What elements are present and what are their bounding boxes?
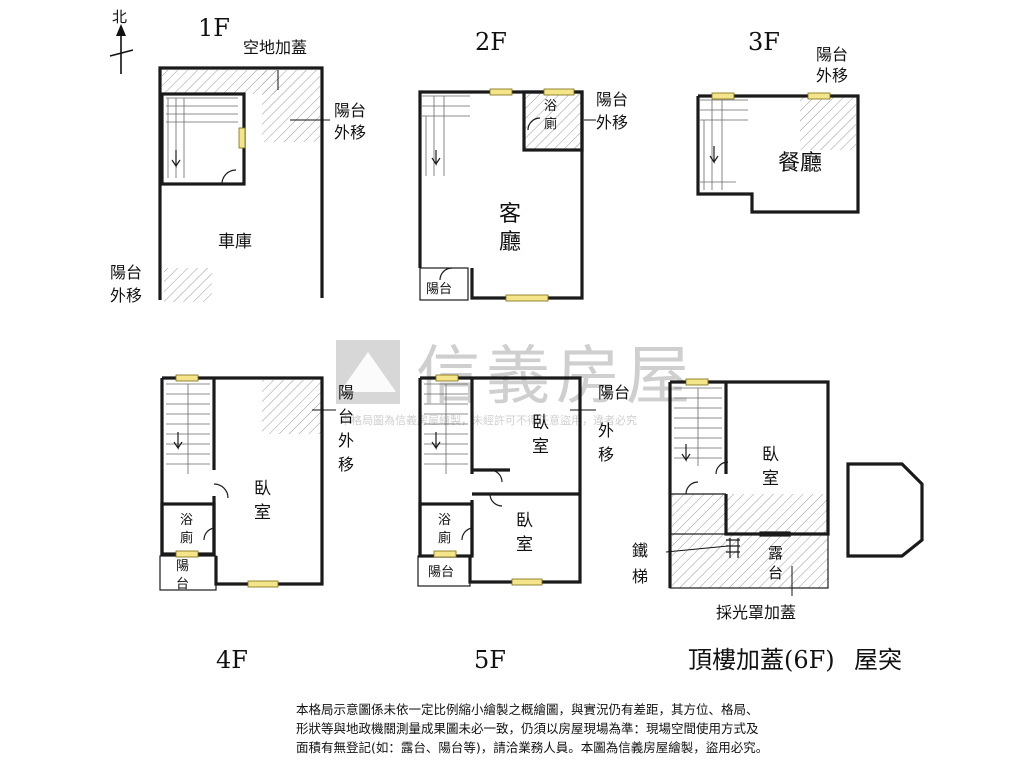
f2-note-balcony-2: 外移 xyxy=(596,113,628,132)
f5-room-bed-a-2: 室 xyxy=(532,437,549,457)
floor-4f-title: 4F xyxy=(216,646,248,674)
compass: 北 xyxy=(109,8,134,74)
floor-6f-title: 頂樓加蓋(6F) xyxy=(688,646,835,674)
north-arrowhead-icon xyxy=(116,24,126,36)
f5-room-bed-b-1: 臥 xyxy=(516,511,533,531)
watermark-logo-roof-icon xyxy=(340,352,396,392)
f4-room-bed-2: 室 xyxy=(254,503,271,523)
floor-5f-title: 5F xyxy=(474,646,506,674)
watermark: 信義房屋 本格局圖為信義房屋繪製，未經許可不得任意盜用，違者必究 xyxy=(336,340,690,427)
f1-note-balcony-left-2: 外移 xyxy=(110,286,142,305)
f6-room-terrace-2: 台 xyxy=(768,564,783,582)
f1-room-garage: 車庫 xyxy=(218,232,252,252)
north-label: 北 xyxy=(112,8,127,26)
f4-room-bath-2: 廁 xyxy=(180,530,193,546)
f6-room-bed-2: 室 xyxy=(762,469,779,489)
f6-room-terrace-1: 露 xyxy=(768,544,783,562)
floor-2f: 2F 陽台 外移 浴 廁 客 廳 陽台 xyxy=(418,28,628,302)
f2-room-living-2: 廳 xyxy=(499,230,521,255)
f1-note-balcony-left-1: 陽台 xyxy=(110,263,142,282)
floor-3f-title: 3F xyxy=(748,28,780,56)
f4-room-bath-1: 浴 xyxy=(180,513,193,528)
floor-1f: 1F 空地加蓋 陽台 外移 陽台 外移 車庫 xyxy=(110,14,366,305)
watermark-notice: 本格局圖為信義房屋繪製，未經許可不得任意盜用，違者必究 xyxy=(340,413,637,427)
f4-note-c4: 移 xyxy=(338,455,354,474)
floor-5f: 5F 陽台 外 移 臥 室 臥 室 浴 廁 陽台 xyxy=(417,374,630,674)
floor-4f: 4F 陽 台 外 移 臥 室 浴 廁 陽 台 xyxy=(159,374,354,674)
f5-note-c4: 移 xyxy=(598,445,614,464)
disclaimer-line-2: 形狀等與地政機關測量成果圖未必一致，仍須以房屋現場為準：現場空間使用方式及 xyxy=(296,721,759,736)
f1-note-vacant-lot: 空地加蓋 xyxy=(243,38,307,57)
f4-note-c2: 台 xyxy=(338,407,354,426)
floor-2f-title: 2F xyxy=(475,28,507,56)
disclaimer-line-1: 本格局示意圖係未依一定比例縮小繪製之概繪圖，與實況仍有差距，其方位、格局、 xyxy=(296,702,759,717)
roof-protrusion: 屋突 xyxy=(846,462,924,674)
f5-room-bed-b-2: 室 xyxy=(516,535,533,555)
floor-3f: 3F 陽台 外移 餐廳 xyxy=(696,28,860,214)
f4-room-balcony-2: 台 xyxy=(176,577,189,592)
f6-note-ladder-2: 梯 xyxy=(632,567,648,586)
f3-note-balcony-1: 陽台 xyxy=(816,45,848,64)
f6-room-bed-1: 臥 xyxy=(762,445,779,465)
f1-note-balcony-right-2: 外移 xyxy=(334,123,366,142)
floor-1f-title: 1F xyxy=(198,14,230,42)
f2-room-balcony: 陽台 xyxy=(426,282,452,297)
f5-room-bath-2: 廁 xyxy=(438,530,451,546)
f3-note-balcony-2: 外移 xyxy=(816,66,848,85)
f2-note-balcony-1: 陽台 xyxy=(596,90,628,109)
f5-room-balcony: 陽台 xyxy=(428,565,454,580)
floor-6f: 頂樓加蓋(6F) 鐵 梯 採光罩加蓋 臥 室 露 台 xyxy=(632,378,835,674)
f4-room-bed-1: 臥 xyxy=(254,479,271,499)
f4-note-c3: 外 xyxy=(338,431,354,450)
f6-note-ladder-1: 鐵 xyxy=(632,541,648,560)
f5-room-bath-1: 浴 xyxy=(438,513,451,528)
f5-note-balcony-1: 陽台 xyxy=(598,383,630,402)
f4-note-c1: 陽 xyxy=(338,383,354,402)
f5-note-c3: 外 xyxy=(598,421,614,440)
f4-room-balcony-1: 陽 xyxy=(176,559,189,574)
f5-room-bed-a-1: 臥 xyxy=(532,413,549,433)
disclaimer: 本格局示意圖係未依一定比例縮小繪製之概繪圖，與實況仍有差距，其方位、格局、 形狀… xyxy=(296,700,856,757)
f1-note-balcony-right-1: 陽台 xyxy=(334,101,366,120)
f6-note-skylight: 採光罩加蓋 xyxy=(716,603,796,622)
f3-room-dining: 餐廳 xyxy=(778,151,822,176)
f2-room-bath-2: 廁 xyxy=(544,116,557,132)
f2-room-living-1: 客 xyxy=(499,202,521,227)
f2-room-bath-1: 浴 xyxy=(544,99,557,114)
disclaimer-line-3: 面積有無登記(如：露台、陽台等)，請洽業務人員。本圖為信義房屋繪製，盜用必究。 xyxy=(296,740,769,755)
roof-title: 屋突 xyxy=(854,646,902,674)
